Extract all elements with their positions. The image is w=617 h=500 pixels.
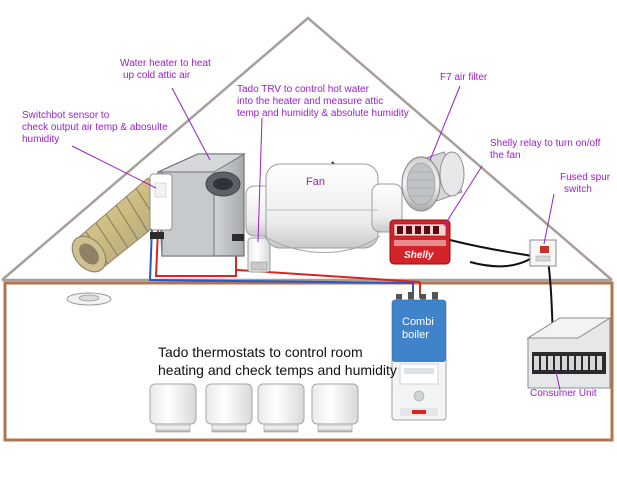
callout-f7-filter xyxy=(429,85,461,161)
label-combi-boiler: Combi boiler xyxy=(402,316,434,342)
label-shelly-relay: Shelly relay to turn on/off the fan xyxy=(490,138,601,161)
tado-thermostat-1 xyxy=(149,383,197,433)
tado-thermostat-2 xyxy=(205,383,253,433)
f7-air-filter xyxy=(401,151,465,212)
consumer-unit xyxy=(526,317,612,389)
callout-fused-spur xyxy=(543,193,555,245)
tado-thermostat-4 xyxy=(311,383,359,433)
callout-tado-trv xyxy=(257,117,263,243)
shelly-relay xyxy=(389,219,451,265)
tado-thermostat-3 xyxy=(257,383,305,433)
combi-boiler xyxy=(391,292,447,421)
callout-switchbot xyxy=(71,145,157,189)
water-heater xyxy=(150,153,246,257)
flexible-duct xyxy=(71,177,171,273)
label-consumer-unit: Consumer Unit xyxy=(530,388,597,399)
tado-trv xyxy=(247,237,271,273)
callout-shelly xyxy=(443,165,483,227)
house-outline xyxy=(1,16,613,282)
lower-room-outline xyxy=(3,281,614,442)
label-fused-spur: Fused spur switch xyxy=(560,172,611,195)
label-tado-thermostats: Tado thermostats to control room heating… xyxy=(158,344,397,378)
shelly-brand-text: Shelly xyxy=(404,250,434,261)
label-f7-filter: F7 air filter xyxy=(440,72,488,83)
callout-consumer-unit xyxy=(555,371,561,391)
label-tado-trv: Tado TRV to control hot water into the h… xyxy=(237,84,409,119)
fused-spur-switch xyxy=(529,239,557,267)
label-switchbot-sensor: Switchbot sensor to check output air tem… xyxy=(22,110,168,145)
callout-lines xyxy=(71,85,561,391)
switchbot-sensor xyxy=(149,173,173,231)
label-water-heater: Water heater to heat up cold attic air xyxy=(120,58,211,81)
ceiling-vent xyxy=(66,292,112,306)
callout-water-heater xyxy=(171,87,211,161)
label-fan: Fan xyxy=(306,176,325,188)
